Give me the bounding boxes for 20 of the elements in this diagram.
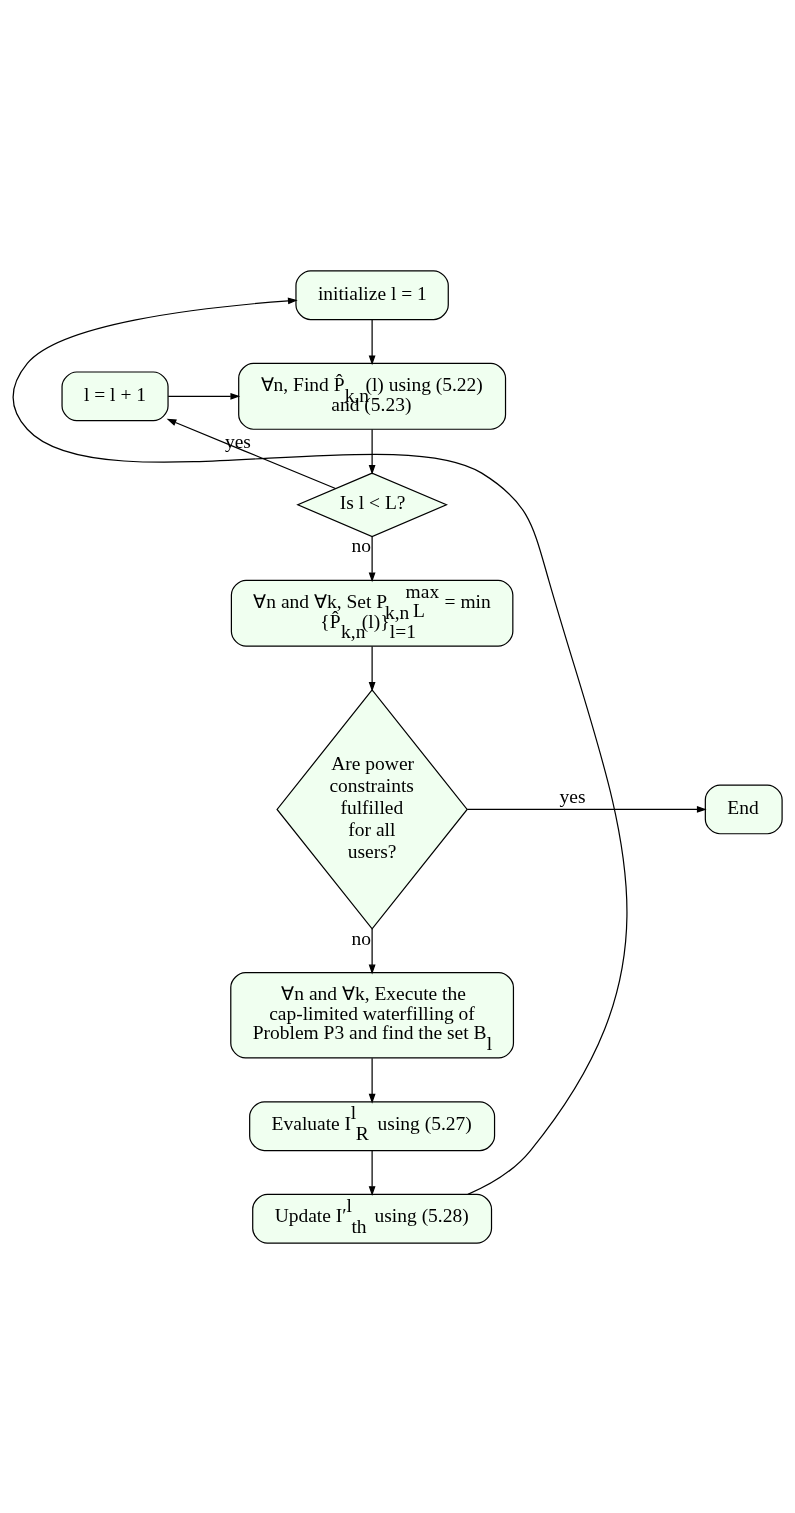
edge-label: yes: [224, 430, 251, 452]
arrow: [368, 1149, 376, 1196]
node-box: l = l + 1: [61, 370, 169, 421]
arrow: [167, 392, 241, 400]
arrow: [12, 296, 628, 1195]
arrow: [466, 805, 707, 813]
node-diamond: Are power constraints fulfilled for all users?: [276, 688, 468, 930]
arrow: [368, 927, 376, 974]
arrow: [368, 428, 376, 475]
arrow: [368, 645, 376, 692]
arrow: [368, 535, 376, 582]
node-box: initialize l = 1: [295, 269, 449, 320]
edge-label: no: [351, 534, 371, 556]
node-diamond: Is l < L?: [296, 471, 448, 537]
arrow: [166, 418, 337, 489]
edge-label: no: [351, 927, 371, 949]
edge-label: yes: [559, 785, 586, 807]
arrow: [368, 1057, 376, 1104]
arrow: [368, 318, 376, 365]
node-box: End: [704, 783, 783, 834]
